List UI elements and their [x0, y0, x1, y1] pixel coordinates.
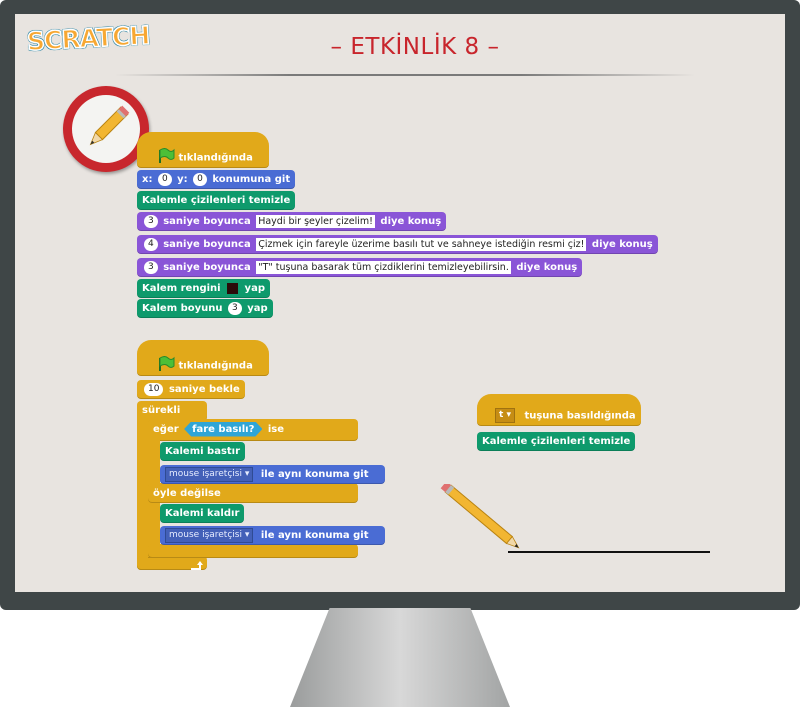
say-suffix: diye konuş	[380, 216, 442, 227]
key-dropdown[interactable]: t ▾	[495, 408, 515, 423]
forever-arm	[137, 414, 149, 570]
x-label: x:	[142, 174, 153, 185]
say-mid-label: saniye boyunca	[163, 216, 251, 227]
forever-foot	[137, 556, 207, 570]
wait-block[interactable]: 10 saniye bekle	[137, 380, 245, 399]
dropdown-value: mouse işaretçisi	[169, 529, 242, 540]
pen-up-block[interactable]: Kalemi kaldır	[160, 504, 245, 523]
hat-label: tıklandığında	[178, 152, 253, 164]
pen-color-swatch[interactable]	[227, 282, 239, 294]
hat-label: tuşuna basıldığında	[524, 410, 636, 422]
dropdown-value: mouse işaretçisi	[169, 468, 242, 479]
when-key-pressed-hat[interactable]: t ▾ tuşuna basıldığında	[477, 394, 641, 426]
page-title: – ETKİNLİK 8 –	[330, 34, 500, 60]
say-suffix: diye konuş	[591, 239, 653, 250]
goto-xy-block[interactable]: x: 0 y: 0 konumuna git	[137, 170, 296, 189]
if-suffix: ise	[267, 424, 285, 435]
say-mid-label: saniye boyunca	[163, 262, 251, 273]
pen-color-prefix: Kalem rengini	[142, 283, 221, 294]
say-suffix: diye konuş	[516, 262, 578, 273]
say-text-input[interactable]: Çizmek için fareyle üzerime basılı tut v…	[256, 237, 587, 251]
secs-input[interactable]: 3	[144, 260, 158, 274]
if-else-foot	[148, 544, 358, 558]
if-prefix: eğer	[153, 424, 179, 435]
set-pen-color-block[interactable]: Kalem rengini yap	[137, 279, 270, 298]
goto-suffix: konumuna git	[212, 174, 291, 185]
pen-size-prefix: Kalem boyunu	[142, 303, 223, 314]
screen: SCRATCH – ETKİNLİK 8 –	[15, 14, 785, 592]
goto-suffix: ile aynı konuma git	[260, 530, 369, 541]
monitor-frame: SCRATCH – ETKİNLİK 8 –	[0, 0, 800, 610]
pen-size-input[interactable]: 3	[228, 301, 242, 315]
secs-input[interactable]: 3	[144, 214, 158, 228]
target-dropdown[interactable]: mouse işaretçisi ▾	[165, 466, 254, 482]
secs-input[interactable]: 4	[144, 237, 158, 251]
mouse-down-condition[interactable]: fare basılı?	[184, 422, 262, 437]
else-bar	[148, 483, 358, 503]
pen-clear-label: Kalemle çizilenleri temizle	[482, 436, 631, 447]
goto-suffix: ile aynı konuma git	[260, 469, 369, 480]
wait-secs-input[interactable]: 10	[144, 382, 164, 396]
when-flag-clicked-hat-2[interactable]: tıklandığında	[137, 340, 269, 376]
scratch-logo: SCRATCH	[26, 20, 151, 57]
y-input[interactable]: 0	[193, 172, 207, 186]
green-flag-icon	[157, 356, 175, 375]
else-label: öyle değilse	[153, 488, 221, 499]
x-input[interactable]: 0	[157, 172, 172, 186]
pen-up-label: Kalemi kaldır	[165, 508, 240, 519]
say-mid-label: saniye boyunca	[163, 239, 251, 250]
pen-color-suffix: yap	[244, 283, 265, 294]
if-row: eğer fare basılı? ise	[148, 420, 289, 439]
say-for-secs-block-3[interactable]: 3 saniye boyunca "T" tuşuna basarak tüm …	[137, 258, 583, 277]
pen-down-label: Kalemi bastır	[165, 446, 241, 457]
target-dropdown[interactable]: mouse işaretçisi ▾	[165, 527, 254, 543]
pen-clear-block-2[interactable]: Kalemle çizilenleri temizle	[477, 432, 636, 451]
say-for-secs-block-1[interactable]: 3 saniye boyunca Haydi bir şeyler çizeli…	[137, 212, 447, 231]
pencil-badge-icon	[63, 86, 149, 172]
forever-label: sürekli	[142, 405, 181, 416]
pen-size-suffix: yap	[247, 303, 268, 314]
pen-down-block[interactable]: Kalemi bastır	[160, 442, 246, 461]
say-for-secs-block-2[interactable]: 4 saniye boyunca Çizmek için fareyle üze…	[137, 235, 658, 254]
hat-label: tıklandığında	[178, 360, 253, 372]
loop-arrow-icon	[189, 557, 203, 576]
pen-clear-label: Kalemle çizilenleri temizle	[142, 195, 291, 206]
say-text-input[interactable]: "T" tuşuna basarak tüm çizdiklerini temi…	[256, 260, 511, 274]
pen-clear-block[interactable]: Kalemle çizilenleri temizle	[137, 191, 296, 210]
title-divider	[115, 74, 695, 76]
when-flag-clicked-hat[interactable]: tıklandığında	[137, 132, 269, 168]
say-text-input[interactable]: Haydi bir şeyler çizelim!	[256, 214, 375, 228]
goto-target-block-1[interactable]: mouse işaretçisi ▾ ile aynı konuma git	[160, 465, 385, 484]
monitor-stand	[290, 608, 510, 707]
forever-block[interactable]	[137, 401, 207, 421]
green-flag-icon	[157, 148, 175, 167]
pencil-drawing-icon	[440, 481, 720, 554]
set-pen-size-block[interactable]: Kalem boyunu 3 yap	[137, 299, 273, 318]
wait-suffix: saniye bekle	[168, 384, 240, 395]
goto-target-block-2[interactable]: mouse işaretçisi ▾ ile aynı konuma git	[160, 526, 385, 545]
key-value: t	[499, 410, 504, 420]
y-label: y:	[177, 174, 188, 185]
